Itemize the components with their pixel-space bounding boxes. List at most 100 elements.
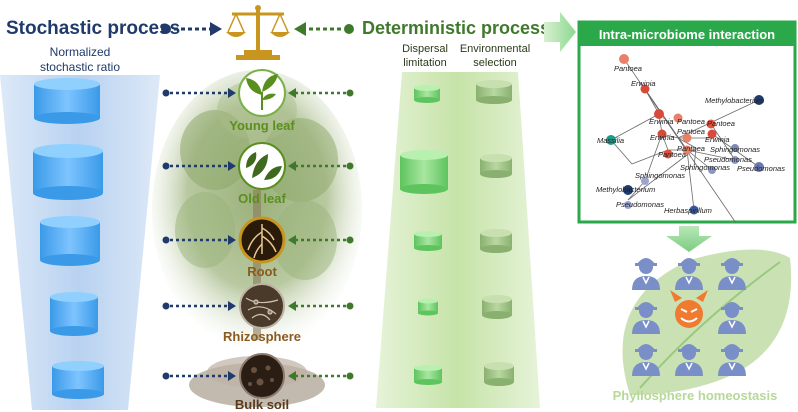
svg-text:Pseudomonas: Pseudomonas <box>737 164 785 173</box>
svg-text:Pantoea: Pantoea <box>677 127 705 136</box>
person-icon <box>718 258 746 290</box>
right-arrow-young-leaf <box>288 88 354 98</box>
compartment-young-leaf: Young leaf <box>229 69 295 133</box>
network-node: Pantoea <box>677 144 705 155</box>
person-icon <box>632 258 660 290</box>
svg-text:Pseudomonas: Pseudomonas <box>704 155 752 164</box>
svg-text:Erwinia: Erwinia <box>631 79 656 88</box>
homeostasis-label: Phyllosphere homeostasis <box>613 388 778 403</box>
network-panel: Intra-microbiome interaction <box>577 20 797 224</box>
network-node: Pantoea <box>706 119 735 129</box>
person-icon <box>675 344 703 376</box>
svg-text:Herbaspirillum: Herbaspirillum <box>664 206 712 215</box>
pathogen-icon <box>670 290 708 328</box>
root-icon <box>247 224 277 259</box>
svg-text:Erwinia: Erwinia <box>650 133 675 142</box>
right-arrow-bulk-soil <box>288 371 354 381</box>
dispersal-cylinder-rhizosphere <box>418 298 438 316</box>
deterministic-title: Deterministic process <box>362 18 550 38</box>
person-icon <box>632 344 660 376</box>
dispersal-label: Dispersal <box>402 43 448 55</box>
network-node: Sphingomonas <box>635 171 685 185</box>
network-edges <box>610 58 760 224</box>
environmental-label: Environmental <box>460 43 530 55</box>
selection-cylinder-old-leaf <box>480 154 512 178</box>
selection-cylinder-young-leaf <box>476 80 512 104</box>
svg-text:Pantoea: Pantoea <box>658 150 686 159</box>
person-icon <box>718 302 746 334</box>
stochastic-arrow <box>161 22 222 36</box>
stochastic-ratio-label: stochastic ratio <box>40 60 120 74</box>
selection-cylinder-bulk-soil <box>484 362 514 386</box>
svg-text:Pseudomonas: Pseudomonas <box>616 200 664 209</box>
network-node: Sphingomonas <box>710 144 760 154</box>
right-dotted-arrows <box>288 88 354 381</box>
network-nodes: Pantoea Erwinia Methylobacterium Erwinia… <box>596 54 785 215</box>
dispersal-cylinder-root <box>414 231 442 251</box>
network-node: Methylobacterium <box>596 185 655 195</box>
svg-text:Sphingomonas: Sphingomonas <box>680 163 730 172</box>
to-network-arrow <box>544 12 576 52</box>
svg-text:Methylobacterium: Methylobacterium <box>596 185 655 194</box>
network-node: Erwinia <box>650 129 675 142</box>
right-arrow-old-leaf <box>288 161 354 171</box>
network-node: Erwinia <box>705 129 730 144</box>
limitation-label: limitation <box>403 57 446 69</box>
network-node: Sphingomonas <box>680 163 730 174</box>
network-node: Herbaspirillum <box>664 205 712 215</box>
plant-illustration <box>152 70 362 407</box>
label-bulk-soil: Bulk soil <box>235 397 289 412</box>
rhizosphere-icon <box>245 297 279 321</box>
deterministic-funnel <box>376 72 540 408</box>
network-node: Pseudomonas <box>704 155 752 164</box>
person-icon <box>718 344 746 376</box>
selection-cylinder-root <box>480 229 512 253</box>
dispersal-cylinder-old-leaf <box>400 150 448 194</box>
svg-text:Sphingomonas: Sphingomonas <box>635 171 685 180</box>
network-title: Intra-microbiome interaction <box>599 27 775 42</box>
person-icon <box>632 302 660 334</box>
svg-text:Pantoea: Pantoea <box>614 64 642 73</box>
stochastic-cylinder-rhizosphere <box>50 292 98 336</box>
homeostasis-panel: Phyllosphere homeostasis <box>613 249 792 403</box>
people-group <box>632 258 746 376</box>
svg-text:Sphingomonas: Sphingomonas <box>710 145 760 154</box>
to-homeostasis-arrow <box>666 226 712 252</box>
dispersal-cylinder-young-leaf <box>414 85 440 103</box>
svg-text:Erwinia: Erwinia <box>649 117 674 126</box>
network-node: Massilia <box>597 135 624 145</box>
label-old-leaf: Old leaf <box>238 191 286 206</box>
balance-scale-icon <box>226 5 290 60</box>
network-node: Pantoea <box>614 54 642 73</box>
left-arrow-rhizosphere <box>162 301 236 311</box>
label-root: Root <box>247 264 277 279</box>
stochastic-section: Stochastic process Normalized stochastic… <box>0 18 180 410</box>
svg-text:Methylobacterium: Methylobacterium <box>705 96 764 105</box>
svg-text:Massilia: Massilia <box>597 136 624 145</box>
compartment-rhizosphere: Rhizosphere <box>223 283 301 344</box>
deterministic-section: Deterministic process Dispersal limitati… <box>362 18 550 408</box>
deterministic-arrow <box>294 22 354 36</box>
selection-cylinder-rhizosphere <box>482 295 512 319</box>
network-node: Pseudomonas <box>737 162 785 173</box>
normalized-label: Normalized <box>50 45 111 59</box>
stochastic-cylinder-young-leaf <box>34 78 100 124</box>
label-rhizosphere: Rhizosphere <box>223 329 301 344</box>
label-young-leaf: Young leaf <box>229 118 295 133</box>
leaves-icon <box>246 152 282 180</box>
selection-label: selection <box>473 57 516 69</box>
right-arrow-root <box>288 235 354 245</box>
left-arrow-bulk-soil <box>162 371 236 381</box>
left-arrow-old-leaf <box>162 161 236 171</box>
compartment-bulk-soil: Bulk soil <box>235 353 289 412</box>
stochastic-cylinder-root <box>40 216 100 266</box>
network-node: Pseudomonas <box>616 200 664 209</box>
network-node: Methylobacterium <box>705 95 764 105</box>
network-node: Pantoea <box>658 149 686 159</box>
network-node: Erwinia <box>631 79 656 94</box>
network-node: Erwinia <box>649 109 674 126</box>
dispersal-cylinder-bulk-soil <box>414 365 442 385</box>
svg-text:Pantoea: Pantoea <box>707 119 735 128</box>
stochastic-cylinder-bulk-soil <box>52 361 104 399</box>
left-arrow-young-leaf <box>162 88 236 98</box>
